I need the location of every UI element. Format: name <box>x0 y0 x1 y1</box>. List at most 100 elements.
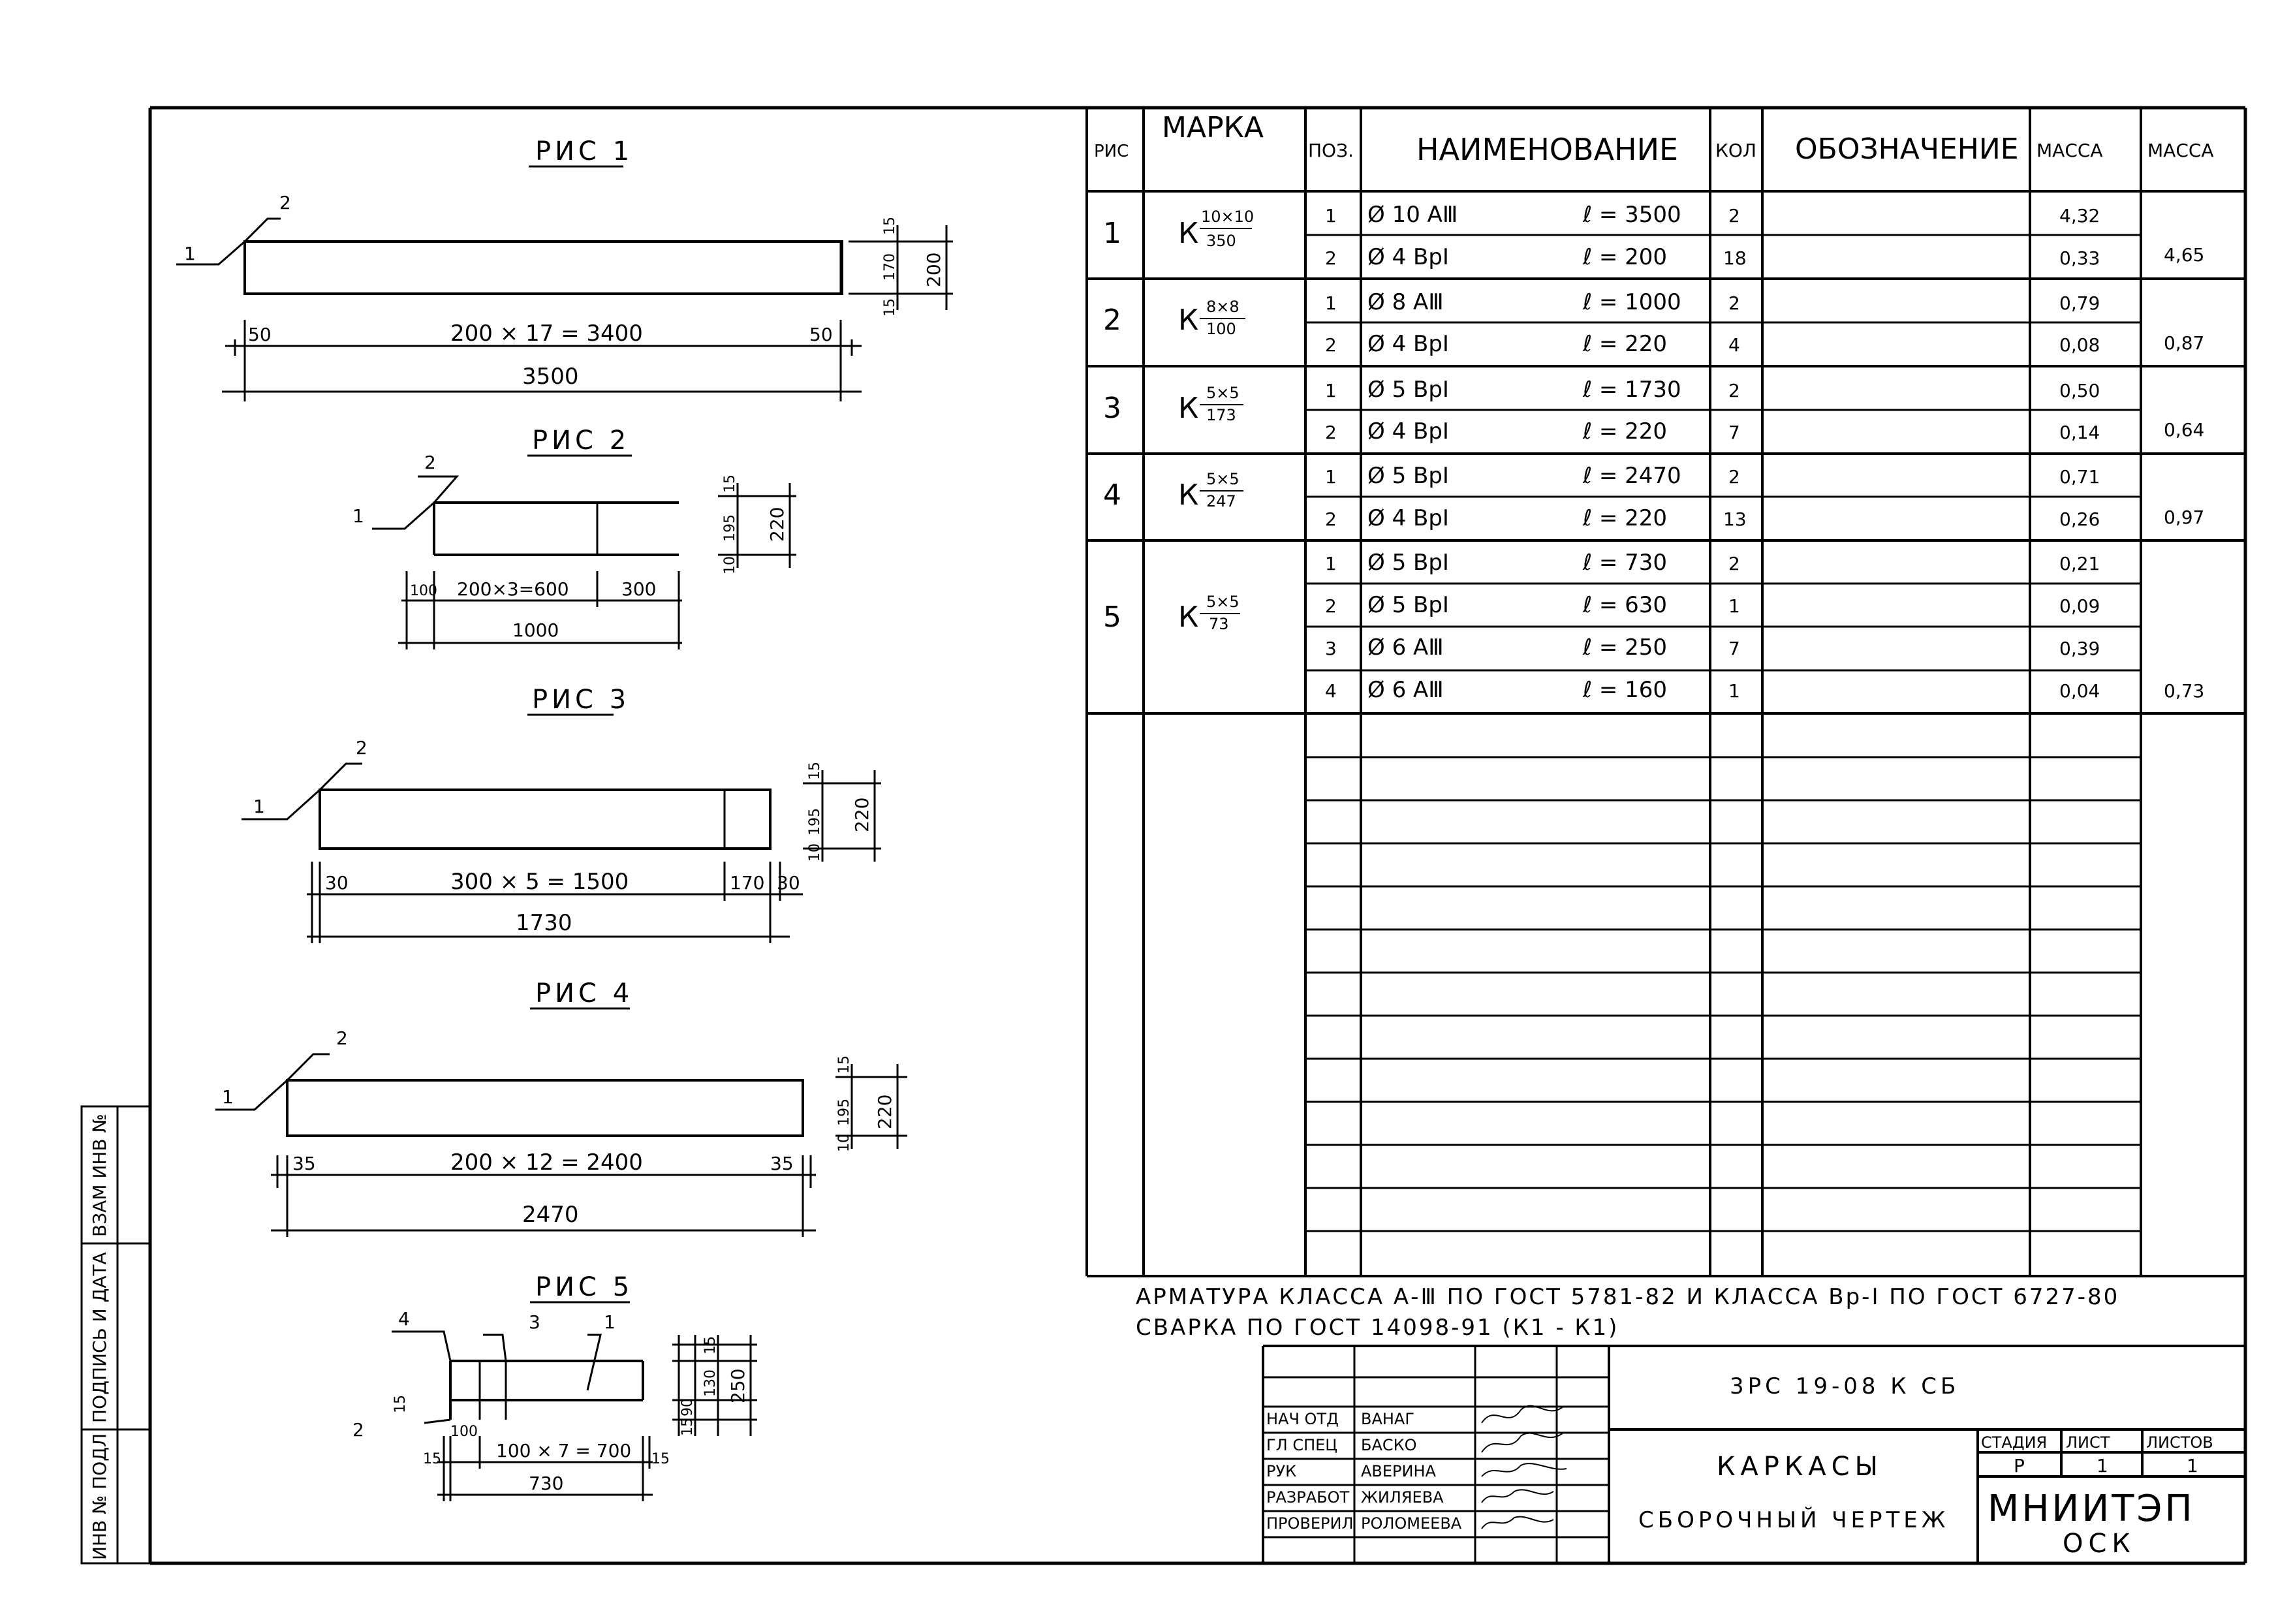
title-block-grid <box>1262 1345 2245 1563</box>
row-qty: 2 <box>1728 292 1740 314</box>
sheet-value: 1 <box>2097 1455 2108 1476</box>
figure-5-dim-total: 730 <box>529 1473 563 1494</box>
figure-1-dim-h-total: 200 <box>923 253 944 287</box>
group-mark-num: 10×10 <box>1201 208 1254 226</box>
row-length: ℓ = 220 <box>1582 418 1667 445</box>
name-head: ВАНАГ <box>1361 1410 1414 1428</box>
row-mass: 0,71 <box>2059 466 2100 488</box>
side-stamp-sign: ПОДПИСЬ И ДАТА <box>89 1252 110 1423</box>
group-mark-prefix: К <box>1178 478 1198 512</box>
figure-4-title: РИС 4 <box>535 978 633 1008</box>
row-length: ℓ = 160 <box>1582 677 1667 703</box>
header-mass-1: МАССА <box>2036 140 2103 161</box>
group-mark-num: 5×5 <box>1206 593 1240 611</box>
row-name: Ø 6 АⅢ <box>1367 677 1444 703</box>
table-row: 1 Ø 8 АⅢ ℓ = 1000 2 0,79 <box>1325 289 2100 315</box>
figure-4-dim-right: 35 <box>770 1153 794 1174</box>
figure-5: РИС 5 4 3 1 2 15 15 100 100 × 7 = 700 15… <box>352 1272 757 1501</box>
header-mass-2: МАССА <box>2147 140 2214 161</box>
figure-4-dim-left: 35 <box>292 1153 316 1174</box>
organization-name: МНИИТЭП <box>1988 1488 2195 1530</box>
header-designation: ОБОЗНАЧЕНИЕ <box>1795 133 2019 166</box>
figure-3-dim-h-c: 10 <box>807 843 823 862</box>
group-total-mass: 0,64 <box>2164 419 2204 441</box>
figure-4-leader-1: 1 <box>222 1086 234 1108</box>
note-reinforcement: АРМАТУРА КЛАССА А-Ⅲ ПО ГОСТ 5781-82 И КЛ… <box>1136 1284 2119 1310</box>
figure-2-dim-h-b: 15 <box>722 475 738 493</box>
figure-3-dim-chain: 300 × 5 = 1500 <box>450 869 629 895</box>
figure-5-dim-h-c: 15 <box>679 1418 696 1436</box>
figure-5-leader-2: 2 <box>352 1419 364 1441</box>
row-pos: 3 <box>1325 638 1337 659</box>
stage-label: СТАДИЯ <box>1981 1433 2047 1452</box>
group-total-mass: 4,65 <box>2164 244 2204 266</box>
header-qty: КОЛ <box>1715 140 1756 161</box>
signature-row: НАЧ ОТД ВАНАГ <box>1266 1405 1564 1428</box>
header-name: НАИМЕНОВАНИЕ <box>1416 132 1678 167</box>
sheets-value: 1 <box>2187 1455 2198 1476</box>
table-row: 1 Ø 5 ВрⅠ ℓ = 1730 2 0,50 <box>1325 377 2100 403</box>
row-qty: 7 <box>1728 422 1740 443</box>
row-mass: 0,39 <box>2059 638 2100 659</box>
figure-2-dim-left: 100 <box>410 583 437 599</box>
figure-1-dim-total: 3500 <box>522 364 579 390</box>
row-mass: 0,50 <box>2059 380 2100 401</box>
row-pos: 2 <box>1325 422 1337 443</box>
figure-5-leader-1: 1 <box>604 1311 616 1333</box>
row-mass: 0,04 <box>2059 680 2100 702</box>
side-stamp-replace: ВЗАМ ИНВ № <box>89 1114 110 1237</box>
figure-2-dim-chain: 200×3=600 <box>457 578 569 600</box>
row-name: Ø 8 АⅢ <box>1367 289 1444 315</box>
row-pos: 2 <box>1325 247 1337 269</box>
figure-3-leader-1: 1 <box>253 796 265 817</box>
figure-2: РИС 2 1 2 100 200×3=600 300 1000 195 15 … <box>352 426 796 649</box>
figure-5-dim-h-b: 90 <box>679 1398 696 1416</box>
row-name: Ø 5 ВрⅠ <box>1367 592 1449 618</box>
signature-row: РАЗРАБОТ ЖИЛЯЕВА <box>1266 1488 1554 1507</box>
figure-4-dim-chain: 200 × 12 = 2400 <box>450 1149 643 1176</box>
document-code: 3РС 19-08 К СБ <box>1730 1373 1959 1399</box>
sheets-label: ЛИСТОВ <box>2146 1433 2213 1452</box>
row-mass: 0,09 <box>2059 595 2100 617</box>
group-mark-prefix: К <box>1178 217 1198 250</box>
figure-3-dim-left: 30 <box>325 872 349 894</box>
row-name: Ø 5 ВрⅠ <box>1367 377 1449 403</box>
figure-2-dim-h-c: 10 <box>722 556 738 574</box>
figure-1: РИС 1 1 2 50 200 × 17 = 3400 50 3500 170… <box>176 136 953 401</box>
figure-1-dim-chain: 200 × 17 = 3400 <box>450 320 643 347</box>
group-fig: 1 <box>1103 217 1121 250</box>
figure-2-dim-total: 1000 <box>512 619 559 641</box>
row-pos: 1 <box>1325 466 1337 488</box>
figure-3-dim-h-total: 220 <box>851 798 873 832</box>
group-mark-den: 73 <box>1209 615 1229 633</box>
name-developer: ЖИЛЯЕВА <box>1361 1488 1444 1507</box>
row-name: Ø 4 ВрⅠ <box>1367 331 1449 357</box>
row-length: ℓ = 730 <box>1582 550 1667 576</box>
row-length: ℓ = 2470 <box>1582 463 1681 489</box>
figure-5-title: РИС 5 <box>535 1272 633 1302</box>
group-total-mass: 0,97 <box>2164 507 2204 528</box>
row-mass: 0,08 <box>2059 334 2100 356</box>
row-qty: 2 <box>1728 553 1740 574</box>
signature-5 <box>1481 1516 1554 1529</box>
row-qty: 1 <box>1728 680 1740 702</box>
row-qty: 18 <box>1723 247 1747 269</box>
group-mark-den: 350 <box>1206 232 1236 250</box>
header-fig: РИС <box>1094 142 1129 161</box>
row-mass: 0,26 <box>2059 508 2100 530</box>
figure-2-dim-h-total: 220 <box>766 507 788 542</box>
table-row: 1 Ø 10 АⅢ ℓ = 3500 2 4,32 <box>1325 202 2100 228</box>
figure-4-leader-2: 2 <box>336 1027 348 1049</box>
signature-row: ГЛ СПЕЦ БАСКО <box>1266 1432 1564 1454</box>
group-mark-num: 8×8 <box>1206 298 1240 316</box>
row-mass: 0,33 <box>2059 247 2100 269</box>
row-name: Ø 4 ВрⅠ <box>1367 418 1449 445</box>
row-length: ℓ = 220 <box>1582 331 1667 357</box>
row-mass: 4,32 <box>2059 205 2100 226</box>
row-qty: 2 <box>1728 466 1740 488</box>
group-fig: 2 <box>1103 304 1121 337</box>
title-block-people-grid <box>1263 1346 1609 1563</box>
figure-5-dim-h-a: 130 <box>702 1369 719 1397</box>
row-pos: 1 <box>1325 292 1337 314</box>
figure-5-leader-4: 4 <box>398 1308 410 1330</box>
